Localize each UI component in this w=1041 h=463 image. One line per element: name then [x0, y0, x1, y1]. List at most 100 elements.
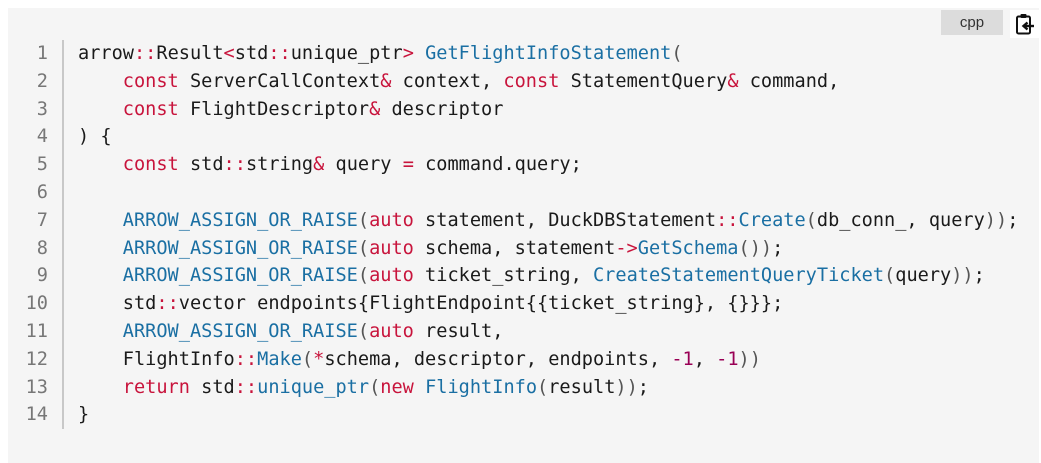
line-text: const std::string& query = command.query…: [78, 151, 582, 179]
text-token: schema, descriptor, endpoints,: [324, 348, 672, 370]
punctuation-token: (: [357, 237, 370, 259]
code-line: 9 ARROW_ASSIGN_OR_RAISE(auto ticket_stri…: [8, 262, 1018, 291]
text-token: statement, DuckDBStatement: [413, 209, 717, 231]
punctuation-token: (: [357, 209, 370, 231]
operator-token: ::: [156, 293, 179, 315]
line-number: 1: [8, 40, 64, 68]
text-token: ServerCallContext: [178, 70, 381, 92]
text-token: }: [78, 404, 90, 426]
text-token: std: [189, 376, 235, 398]
text-token: ;: [1007, 209, 1019, 231]
line-text: ARROW_ASSIGN_OR_RAISE(auto ticket_string…: [78, 262, 985, 290]
text-token: db_conn_, query: [816, 209, 985, 231]
text-token: std: [234, 43, 269, 64]
punctuation-token: (: [884, 265, 896, 287]
text-token: [414, 43, 425, 64]
copy-button[interactable]: [1010, 10, 1040, 38]
operator-token: &: [369, 98, 381, 120]
keyword-token: new: [380, 376, 414, 398]
punctuation-token: (: [671, 43, 683, 64]
line-text: ARROW_ASSIGN_OR_RAISE(auto schema, state…: [78, 235, 784, 263]
line-text: const FlightDescriptor& descriptor: [78, 96, 504, 124]
text-token: result,: [413, 320, 504, 342]
text-token: schema, statement: [413, 237, 616, 259]
code-line: 6: [8, 178, 1018, 207]
text-token: query: [895, 265, 952, 287]
number-token: -1: [716, 348, 739, 370]
line-text: }: [78, 401, 89, 429]
text-token: std: [178, 154, 224, 176]
function-token: GetFlightInfoStatement: [425, 43, 672, 64]
text-token: string: [245, 154, 314, 176]
code-line: 8 ARROW_ASSIGN_OR_RAISE(auto schema, sta…: [8, 234, 1018, 263]
text-token: [78, 265, 123, 286]
punctuation-token: (: [301, 348, 314, 370]
text-token: [78, 99, 123, 120]
function-token: Create: [738, 209, 806, 231]
code-line: 3 const FlightDescriptor& descriptor: [8, 95, 1018, 124]
line-text: std::vector endpoints{FlightEndpoint{{ti…: [78, 290, 784, 318]
function-token: ARROW_ASSIGN_OR_RAISE: [122, 265, 358, 287]
punctuation-token: (: [357, 320, 370, 342]
punctuation-token: (: [537, 376, 549, 398]
keyword-token: auto: [369, 320, 414, 342]
text-token: [78, 154, 123, 175]
punctuation-token: (: [357, 265, 370, 287]
text-token: std: [78, 293, 157, 315]
line-text: ARROW_ASSIGN_OR_RAISE(auto result,: [78, 318, 504, 346]
code-line: 5 const std::string& query = command.que…: [8, 151, 1018, 179]
line-number: 10: [8, 290, 64, 318]
line-number: 6: [8, 178, 64, 207]
keyword-token: auto: [369, 265, 414, 287]
operator-token: ->: [615, 237, 638, 259]
text-token: FlightDescriptor: [178, 98, 370, 120]
line-text: FlightInfo::Make(*schema, descriptor, en…: [78, 346, 761, 374]
punctuation-token: )): [738, 348, 761, 370]
text-token: vector endpoints{FlightEndpoint{{ticket_…: [178, 293, 784, 315]
operator-token: ::: [234, 376, 258, 398]
line-number: 8: [8, 234, 64, 263]
keyword-token: const: [122, 154, 179, 176]
text-token: FlightInfo: [78, 348, 235, 370]
punctuation-token: )): [615, 376, 638, 398]
operator-token: &: [380, 70, 392, 92]
text-token: query: [324, 154, 403, 176]
text-token: [78, 321, 123, 342]
function-token: ARROW_ASSIGN_OR_RAISE: [122, 237, 358, 259]
line-number: 13: [8, 373, 64, 402]
line-text: ) {: [78, 123, 112, 151]
keyword-token: auto: [369, 209, 414, 231]
text-token: [78, 210, 123, 231]
keyword-token: const: [122, 70, 179, 92]
text-token: ;: [772, 237, 784, 259]
keyword-token: const: [503, 70, 560, 92]
punctuation-token: (: [805, 209, 817, 231]
text-token: result: [548, 376, 616, 398]
text-token: ;: [637, 376, 649, 398]
function-token: Make: [257, 348, 302, 370]
line-number: 7: [8, 206, 64, 235]
text-token: ticket_string,: [413, 265, 593, 287]
line-text: const ServerCallContext& context, const …: [78, 68, 840, 96]
function-token: unique_ptr: [257, 376, 370, 398]
code-line: 11 ARROW_ASSIGN_OR_RAISE(auto result,: [8, 317, 1018, 346]
function-token: ARROW_ASSIGN_OR_RAISE: [122, 209, 358, 231]
code-line: 7 ARROW_ASSIGN_OR_RAISE(auto statement, …: [8, 206, 1019, 235]
code-line: 12 FlightInfo::Make(*schema, descriptor,…: [8, 345, 1018, 374]
punctuation-token: (: [369, 376, 381, 398]
text-token: [78, 71, 123, 92]
operator-token: ::: [234, 348, 258, 370]
operator-token: >: [402, 43, 414, 64]
line-number: 12: [8, 345, 64, 374]
line-number: 11: [8, 317, 64, 346]
language-badge: cpp: [941, 10, 1003, 35]
text-token: descriptor: [380, 98, 504, 120]
line-number: 14: [8, 401, 64, 430]
text-token: arrow: [78, 43, 134, 64]
text-token: StatementQuery: [559, 70, 728, 92]
line-number: 9: [8, 262, 64, 291]
function-token: GetSchema: [637, 237, 739, 259]
